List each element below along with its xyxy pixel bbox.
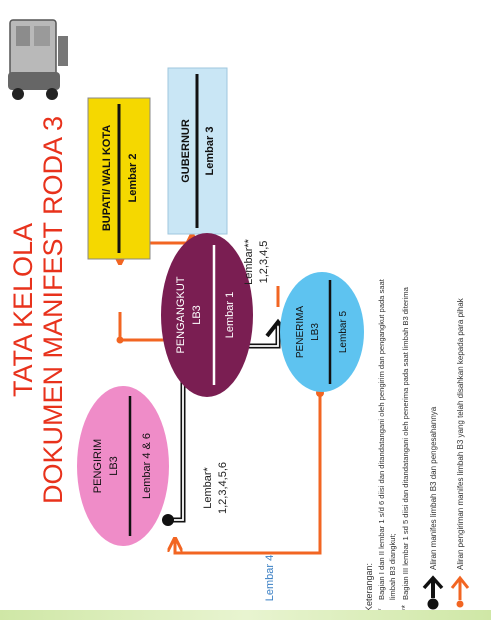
pengirim-ellipse: [77, 386, 169, 546]
lembar-a-numbers: 1,2,3,4,5,6: [217, 462, 229, 514]
gubernur-name: GUBERNUR: [180, 119, 192, 183]
penerima-ellipse: [280, 272, 364, 392]
lembar-b-numbers: 1,2,3,4,5: [258, 241, 270, 284]
penerima-sheet: Lembar 5: [338, 310, 349, 353]
pengangkut-ellipse: [161, 233, 253, 397]
title-line-1: TATA KELOLA: [8, 223, 38, 397]
legend-orange-arrow-icon: [450, 575, 470, 608]
arrow-penerima-to-pengirim: [175, 393, 322, 555]
title-line-2: DOKUMEN MANIFEST RODA 3: [38, 116, 68, 504]
penerima-sub: LB3: [310, 323, 321, 341]
penerima-name: PENERIMA: [295, 306, 306, 359]
dot-pengangkut-left: [116, 336, 124, 344]
note2-mark: **: [400, 604, 410, 612]
node-bupati: BUPATI/ WALI KOTA Lembar 2: [87, 97, 151, 260]
truck-icon: [8, 19, 68, 100]
start-dot-pengirim: [162, 514, 174, 526]
pengirim-name: PENGIRIM: [92, 439, 104, 493]
title-group: TATA KELOLA DOKUMEN MANIFEST RODA 3: [8, 116, 68, 504]
pengirim-sub: LB3: [108, 456, 120, 476]
legend-orange-label: Aliran pengiriman manifes limbah B3 yang…: [456, 297, 465, 570]
pengangkut-sheet: Lembar 1: [224, 292, 236, 338]
note1-line1: Bagian I dan II lembar 1 s/d 6 diisi dan…: [377, 278, 386, 600]
lembar-a-title: Lembar*: [202, 466, 214, 508]
node-penerima: PENERIMA LB3 Lembar 5: [280, 272, 364, 392]
lembar4-label: Lembar 4: [264, 555, 276, 601]
node-pengangkut: PENGANGKUT LB3 Lembar 1: [161, 233, 253, 397]
legend-black-label: Aliran manifes limbah B3 dan pengesahann…: [429, 406, 438, 570]
pengirim-sheet: Lembar 4 & 6: [141, 433, 153, 499]
gubernur-sheet: Lembar 3: [204, 127, 216, 176]
bupati-name: BUPATI/ WALI KOTA: [101, 125, 113, 231]
note1-line2: limbah B3 diangkut;: [388, 533, 397, 600]
pengangkut-sub: LB3: [191, 305, 203, 325]
bottom-accent-strip: [0, 610, 491, 620]
node-gubernur: GUBERNUR Lembar 3: [167, 67, 228, 235]
bupati-sheet: Lembar 2: [127, 154, 139, 203]
pengangkut-name: PENGANGKUT: [175, 276, 187, 353]
node-pengirim: PENGIRIM LB3 Lembar 4 & 6: [77, 386, 169, 546]
legend-black-arrow-icon: [422, 575, 444, 610]
legend: Keterangan: * Bagian I dan II lembar 1 s…: [364, 278, 470, 612]
note2-line1: Bagian III lembar 1 sd 5 diisi dan ditan…: [401, 286, 410, 600]
lembar-b-title: Lembar**: [243, 238, 255, 285]
legend-heading: Keterangan:: [364, 563, 374, 612]
